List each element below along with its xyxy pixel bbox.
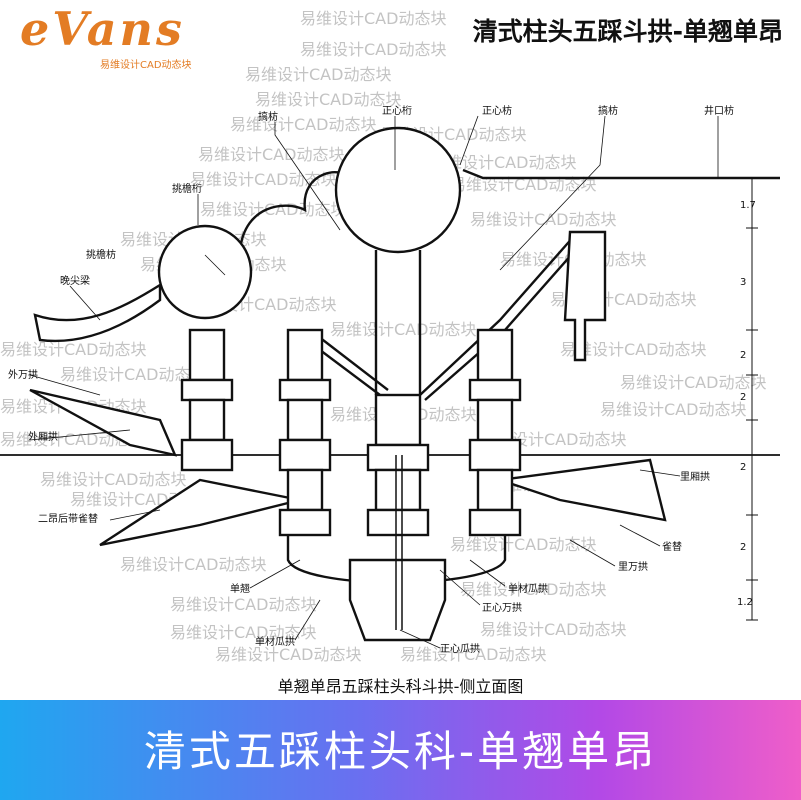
bottom-banner: 清式五踩柱头科-单翘单昂: [0, 700, 801, 800]
bracket-column-4: [468, 328, 522, 537]
label-liwangong: 里万拱: [618, 560, 648, 573]
watermark-text: 易维设计CAD动态块: [255, 90, 401, 109]
roof-beam-line: [462, 168, 780, 180]
watermark-text: 易维设计CAD动态块: [450, 175, 596, 194]
header-title: 清式柱头五踩斗拱-单翘单昂: [472, 17, 783, 46]
right-lower-arm: [499, 458, 667, 522]
brand-logo-subtitle: 易维设计CAD动态块: [100, 60, 192, 71]
banner-title: 清式五踩柱头科-单翘单昂: [143, 727, 658, 776]
label-dangqiao: 单翘: [230, 583, 250, 595]
dou-block: [348, 558, 447, 642]
right-arm: [563, 230, 607, 362]
brand-logo: eVans 易维设计CAD动态块: [14, 2, 214, 71]
central-column: [374, 250, 422, 395]
watermark-text: 易维设计CAD动态块: [300, 40, 446, 59]
watermark-text: 易维设计CAD动态块: [460, 580, 606, 599]
bracket-column-1: [180, 328, 234, 472]
label-dancaiguagong-left: 单材瓜拱: [255, 635, 295, 648]
part-labels: 搞枋 正心桁 正心枋 搞枋 井口枋 挑檐桁 挑檐枋 晚尖梁 外万拱 外厢拱 二昂…: [8, 104, 734, 655]
watermark-text: 易维设计CAD动态块: [600, 400, 746, 419]
watermark-text: 易维设计CAD动态块: [470, 210, 616, 229]
watermark-text: 易维设计CAD动态块: [560, 340, 706, 359]
dim-value: 2: [740, 350, 746, 361]
dim-value: 1.7: [740, 200, 756, 211]
label-zhengxinguagong: 正心瓜拱: [440, 642, 480, 655]
wanxuanliang-beam: [33, 282, 162, 343]
label-tiaoyanheng: 挑檐桁: [172, 182, 202, 195]
label-queti: 雀替: [662, 540, 682, 553]
watermark-text: 易维设计CAD动态块: [480, 620, 626, 639]
tiaoyanheng-purlin: [157, 224, 253, 320]
watermark-text: 易维设计CAD动态块: [40, 470, 186, 489]
leader-lines: [29, 115, 719, 649]
dimension-values: 1.7 3 2 2 2 2 1.2: [737, 200, 756, 608]
watermark-text: 易维设计CAD动态块: [60, 365, 206, 384]
dim-value: 3: [740, 277, 746, 288]
dim-value: 2: [740, 462, 746, 473]
watermark-text: 易维设计CAD动态块: [0, 340, 146, 359]
watermark-text: 易维设计CAD动态块: [230, 115, 376, 134]
watermark-text: 易维设计CAD动态块: [245, 65, 391, 84]
watermark-text: 易维设计CAD动态块: [300, 9, 446, 28]
watermark-text: 易维设计CAD动态块: [620, 373, 766, 392]
label-erang: 二昂后带雀替: [38, 512, 98, 525]
watermark-text: 易维设计CAD动态块: [215, 645, 361, 664]
watermark-text: 易维设计CAD动态块: [400, 645, 546, 664]
label-kangfang-right: 搞枋: [598, 104, 618, 117]
label-lixianggong: 里厢拱: [680, 470, 710, 483]
watermark-text: 易维设计CAD动态块: [170, 623, 316, 642]
dim-value: 2: [740, 542, 746, 553]
dim-value: 1.2: [737, 597, 753, 608]
watermark-text: 易维设计CAD动态块: [198, 145, 344, 164]
outer-lower-arm: [29, 388, 178, 457]
watermark-text: 易维设计CAD动态块: [200, 200, 346, 219]
brand-logo-text: eVans: [20, 2, 185, 56]
central-pin: [395, 455, 403, 630]
watermark-text: 易维设计CAD动态块: [450, 535, 596, 554]
dimension-line: [746, 177, 758, 621]
dim-value: 2: [740, 392, 746, 403]
watermark-text: 易维设计CAD动态块: [430, 153, 576, 172]
label-waixianggong: 外厢拱: [28, 430, 58, 443]
diagonal-strut-right: [419, 234, 576, 396]
watermark-text: 易维设计CAD动态块: [330, 320, 476, 339]
watermark-text: 易维设计CAD动态块: [190, 170, 336, 189]
label-jingkoufang: 井口枋: [704, 104, 734, 117]
bracket-column-3: [366, 393, 430, 537]
dougong-elevation-drawing: 易维设计CAD动态块 易维设计CAD动态块 易维设计CAD动态块 易维设计CAD…: [0, 9, 780, 664]
drawing-caption: 单翘单昂五踩柱头科斗拱-侧立面图: [277, 677, 524, 696]
bracket-column-2: [278, 328, 332, 537]
label-waiwangong: 外万拱: [8, 368, 38, 381]
label-wanxuanliang: 晚尖梁: [60, 274, 90, 287]
watermark-text: 易维设计CAD动态块: [120, 555, 266, 574]
label-tiaoyanfang: 挑檐枋: [86, 248, 116, 261]
zhengxinheng-purlin: [334, 126, 462, 254]
label-zhengxinfang: 正心枋: [482, 104, 512, 117]
label-dancaiguagong-right: 单材瓜拱: [508, 582, 548, 595]
watermark-layer: 易维设计CAD动态块 易维设计CAD动态块 易维设计CAD动态块 易维设计CAD…: [0, 9, 766, 664]
watermark-text: 易维设计CAD动态块: [170, 595, 316, 614]
label-zhengxinwangong: 正心万拱: [482, 601, 522, 614]
label-kangfang-left: 搞枋: [258, 110, 278, 123]
label-zhengxinheng: 正心桁: [382, 104, 412, 117]
